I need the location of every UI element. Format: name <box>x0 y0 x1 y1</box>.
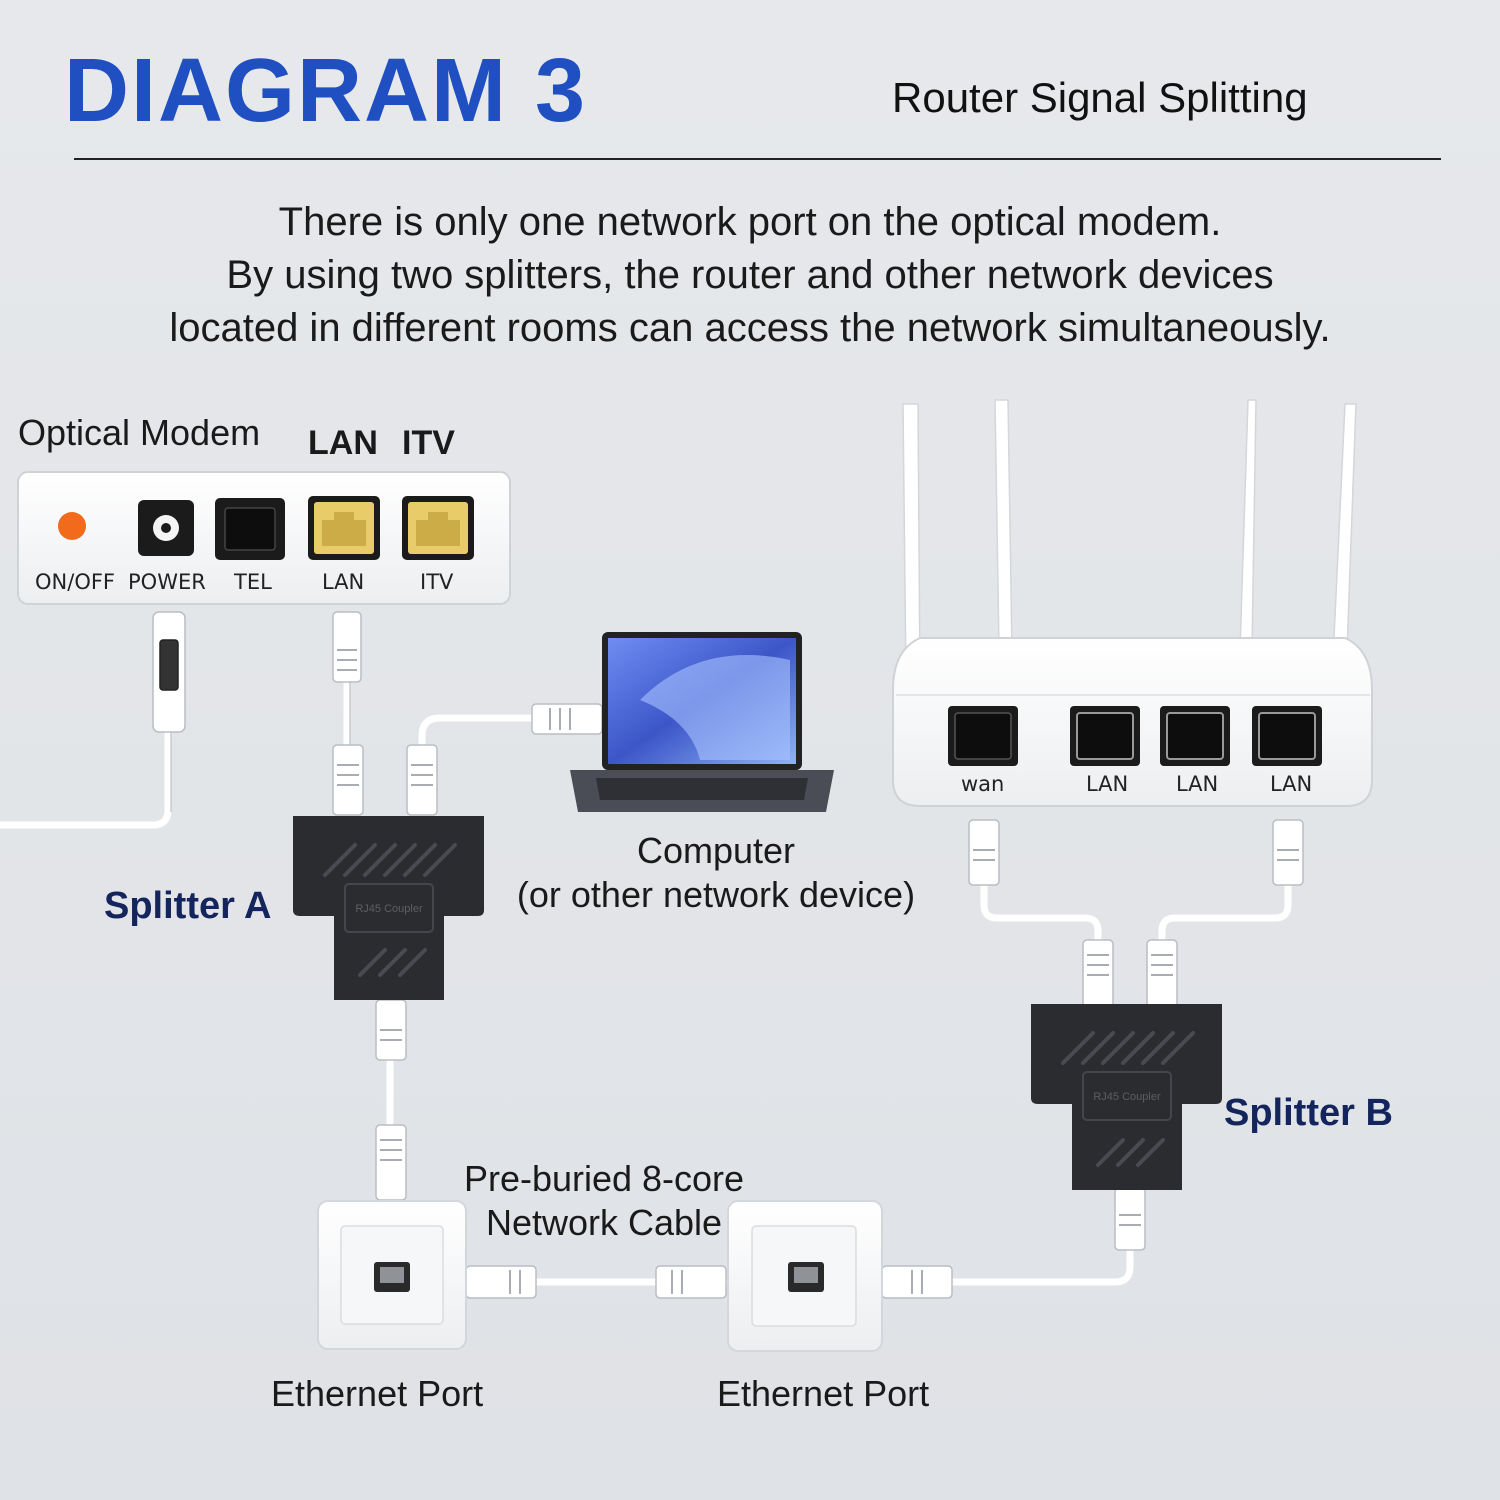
description-line-2: By using two splitters, the router and o… <box>226 253 1274 297</box>
modem-port-label-itv: ITV <box>420 570 454 594</box>
router-port-label-wan: wan <box>961 772 1005 796</box>
modem-port-label-power: POWER <box>128 570 206 594</box>
computer-label: Computer (or other network device) <box>508 830 924 916</box>
modem-port-label-onoff: ON/OFF <box>35 570 116 594</box>
cable-label: Pre-buried 8-core Network Cable <box>454 1158 754 1244</box>
ethernet-port-label-1: Ethernet Port <box>271 1373 484 1414</box>
modem-title: Optical Modem <box>18 412 261 453</box>
modem-port-label-lan: LAN <box>322 570 365 594</box>
description-line-3: located in different rooms can access th… <box>169 306 1331 350</box>
description-line-1: There is only one network port on the op… <box>278 200 1222 244</box>
modem-port-label-tel: TEL <box>234 570 272 594</box>
splitter-a-label: Splitter A <box>104 885 272 927</box>
diagram-subtitle: Router Signal Splitting <box>892 74 1308 121</box>
optical-modem <box>17 471 511 605</box>
modem-top-label-itv: ITV <box>402 424 455 462</box>
splitter-b-label: Splitter B <box>1224 1092 1393 1134</box>
router-port-label-lan-1: LAN <box>1086 772 1129 796</box>
cable-label-line-2: Network Cable <box>485 1202 723 1243</box>
header-divider <box>74 158 1441 160</box>
laptop <box>570 632 834 812</box>
diagram-title: DIAGRAM 3 <box>64 41 588 141</box>
connector-ridges <box>337 649 1299 1294</box>
router-port-label-lan-2: LAN <box>1176 772 1219 796</box>
splitter-a: RJ45 Coupler <box>293 816 484 1000</box>
power-led-icon <box>58 512 86 540</box>
computer-label-line-1: Computer <box>636 830 796 871</box>
modem-top-label-lan: LAN <box>308 424 378 462</box>
splitter-b-coupler-text: RJ45 Coupler <box>1093 1091 1161 1103</box>
ethernet-port-label-2: Ethernet Port <box>717 1373 930 1414</box>
router <box>892 399 1373 807</box>
splitter-b: RJ45 Coupler <box>1031 1004 1222 1190</box>
cable-label-line-1: Pre-buried 8-core <box>463 1158 745 1199</box>
splitter-a-coupler-text: RJ45 Coupler <box>355 903 423 915</box>
cable-shadows <box>170 660 351 812</box>
description: There is only one network port on the op… <box>0 196 1500 355</box>
wall-port-2 <box>727 1200 883 1352</box>
router-port-label-lan-3: LAN <box>1270 772 1313 796</box>
computer-label-line-2: (or other network device) <box>516 874 916 915</box>
wall-port-1 <box>317 1200 467 1350</box>
